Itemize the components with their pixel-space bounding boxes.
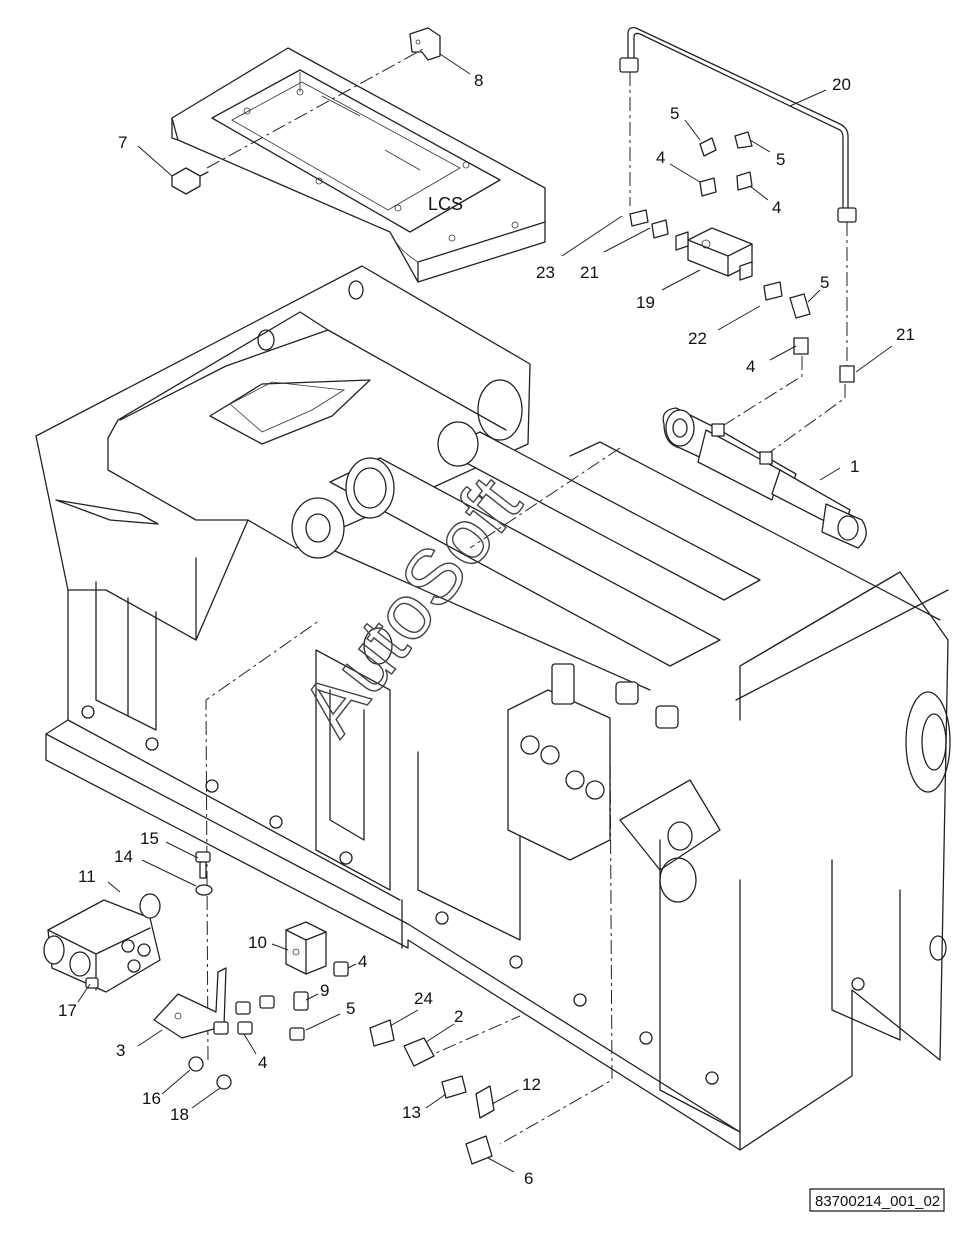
- callout-6: 6: [524, 1169, 533, 1188]
- block-part-10: [285, 921, 327, 975]
- callout-12: 12: [522, 1075, 541, 1094]
- small-fittings: [188, 961, 495, 1165]
- callout-18: 18: [170, 1105, 189, 1124]
- leader-lines: [77, 53, 893, 1173]
- callout-7: 7: [118, 133, 127, 152]
- callout-10: 10: [248, 933, 267, 952]
- frame-label: LCS: [428, 194, 463, 214]
- callout-11: 11: [78, 867, 96, 886]
- switch-part-7: [171, 167, 209, 195]
- callout-20: 20: [832, 75, 851, 94]
- callout-19: 19: [636, 293, 655, 312]
- callout-15: 15: [140, 829, 159, 848]
- callout-14: 14: [114, 847, 133, 866]
- callout-4a: 4: [656, 148, 665, 167]
- callout-17: 17: [58, 1001, 77, 1020]
- bolt-row: [81, 705, 865, 1085]
- hydraulic-cylinder-part-1: [662, 407, 867, 549]
- callout-4d: 4: [358, 952, 367, 971]
- control-valve-part-11: [43, 893, 161, 993]
- callout-3: 3: [116, 1041, 125, 1060]
- clip-part-8: [409, 27, 441, 61]
- callout-4c: 4: [746, 357, 755, 376]
- callout-21a: 21: [580, 263, 599, 282]
- callout-13: 13: [402, 1103, 421, 1122]
- callout-5b: 5: [776, 150, 785, 169]
- callout-4e: 4: [258, 1053, 267, 1072]
- callout-16: 16: [142, 1089, 161, 1108]
- callout-24: 24: [414, 989, 433, 1008]
- callout-22: 22: [688, 329, 707, 348]
- drawing-reference: 83700214_001_02: [809, 1188, 945, 1212]
- callout-2: 2: [454, 1007, 463, 1026]
- callout-5d: 5: [346, 999, 355, 1018]
- callout-4b: 4: [772, 198, 781, 217]
- lcs-mounting-frame: LCS: [171, 47, 546, 283]
- callout-5a: 5: [670, 104, 679, 123]
- drawing-ref-text: 83700214_001_02: [815, 1193, 940, 1210]
- callout-1: 1: [850, 457, 859, 476]
- bolt-part-15: [195, 851, 211, 879]
- callout-5c: 5: [820, 273, 829, 292]
- valve-block-part-19: [675, 227, 753, 281]
- fittings-valve-group: [629, 131, 855, 383]
- bracket-part-3: [153, 967, 227, 1039]
- hydraulic-tubing-part-20: [619, 26, 857, 223]
- washer-part-14: [195, 884, 213, 896]
- callout-23: 23: [536, 263, 555, 282]
- callout-8: 8: [474, 71, 483, 90]
- machine-frame: [35, 265, 951, 1151]
- callout-labels: 1 2 3 4 4 4 4 4 5 5 5 5 6 7 8 9 10 11 12…: [58, 71, 915, 1188]
- callout-21b: 21: [896, 325, 915, 344]
- callout-9: 9: [320, 981, 329, 1000]
